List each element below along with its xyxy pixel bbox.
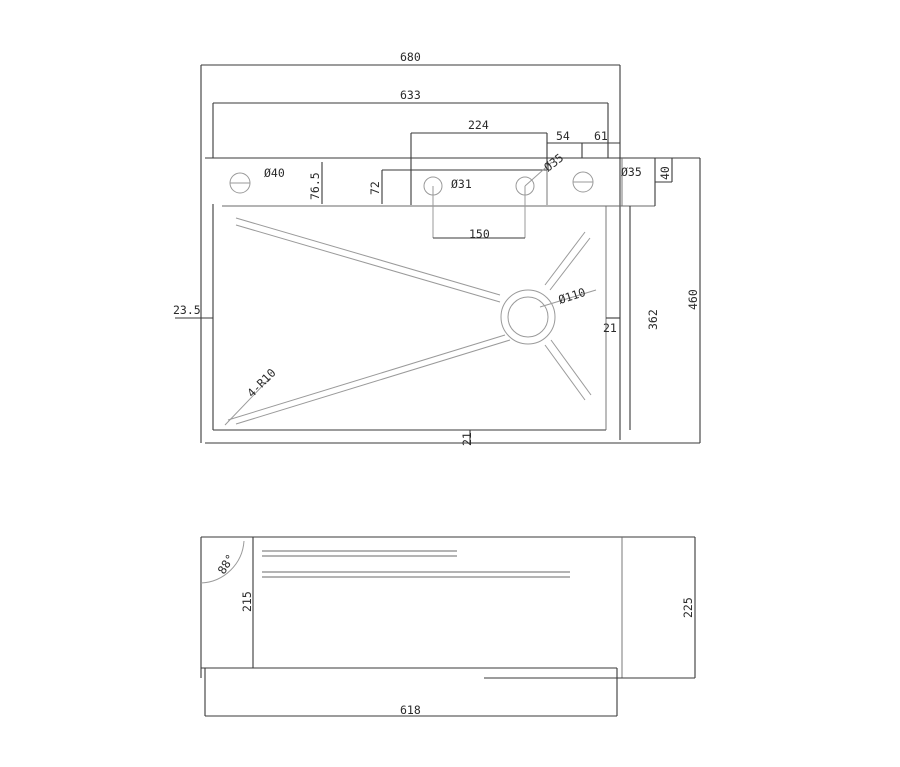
hole-left-label: Ø40 (264, 166, 285, 180)
dim-215-label: 215 (240, 591, 254, 612)
dimension-54-61: 54 61 (547, 129, 620, 158)
drain-label: Ø110 (557, 285, 588, 307)
angle-label: 88° (215, 552, 238, 577)
dim-21-right-label: 21 (603, 321, 617, 335)
dimension-40: 40 (655, 158, 673, 183)
hole-slant-label: Ø35 (541, 151, 566, 175)
hole-right-label: Ø35 (621, 165, 642, 179)
drain-ribs (227, 217, 592, 425)
radius-label: 4-R10 (244, 366, 278, 400)
section-outline (200, 536, 696, 717)
section-ledges (262, 550, 570, 578)
faucet-hole-slant: Ø35 (515, 151, 566, 238)
dim-618-label: 618 (400, 703, 421, 717)
drain: Ø110 (500, 285, 597, 345)
dimension-23-5: 23.5 (173, 303, 213, 319)
dim-680-label: 680 (400, 50, 421, 64)
dimension-150: 150 (433, 227, 525, 241)
dim-224-label: 224 (468, 118, 489, 132)
dim-54-label: 54 (556, 129, 570, 143)
sink-bowl (205, 158, 701, 444)
faucet-hole-right: Ø35 (572, 165, 642, 193)
dim-72-label: 72 (368, 181, 382, 195)
dim-21-bottom-label: 21 (460, 432, 474, 446)
dim-225-label: 225 (681, 597, 695, 618)
plan-view: 680 633 224 54 61 (173, 50, 701, 446)
dimension-right: 21 362 460 (603, 206, 700, 430)
dim-633-label: 633 (400, 88, 421, 102)
dim-460-label: 460 (686, 289, 700, 310)
dimension-224: 224 (410, 118, 548, 205)
angle-88: 88° (200, 540, 245, 584)
dim-150-label: 150 (469, 227, 490, 241)
corner-radius: 4-R10 (224, 366, 279, 426)
faucet-hole-left: Ø40 (229, 166, 285, 194)
dimension-21-bottom: 21 (460, 430, 474, 446)
dim-23-5-label: 23.5 (173, 303, 201, 317)
dimension-680: 680 (200, 50, 621, 443)
dim-76-5-label: 76.5 (308, 172, 322, 200)
dim-362-label: 362 (646, 309, 660, 330)
faucet-hole-mid: Ø31 (423, 176, 472, 238)
dimension-633: 633 (212, 88, 609, 158)
dim-40-label: 40 (658, 166, 672, 180)
section-view: 88° 215 225 618 (200, 536, 696, 717)
hole-mid-label: Ø31 (451, 177, 472, 191)
dim-61-label: 61 (594, 129, 608, 143)
